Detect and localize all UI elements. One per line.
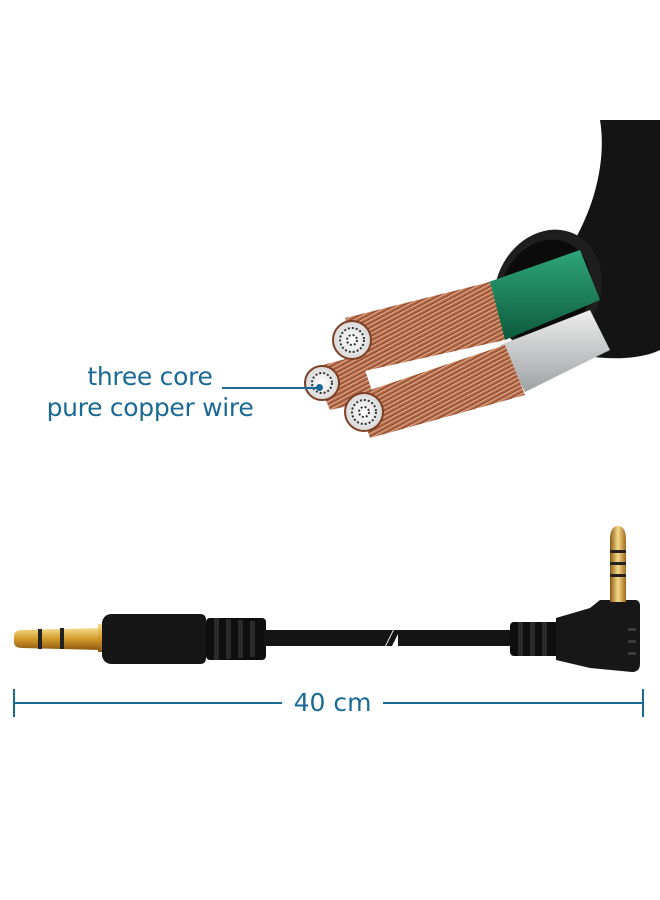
- wire-end-top: [332, 320, 372, 360]
- dimension-line-left: [14, 702, 282, 704]
- callout-pointer-dot: [316, 384, 323, 391]
- callout-line-1: three core: [87, 362, 213, 391]
- callout-line-2: pure copper wire: [46, 393, 254, 422]
- wire-end-bottom: [344, 392, 384, 432]
- cable-segment-left: [264, 630, 394, 646]
- callout-pointer-line: [222, 387, 320, 389]
- angled-plug: [510, 526, 640, 672]
- dimension-tick-right: [642, 689, 644, 717]
- dimension-label: 40 cm: [293, 688, 372, 717]
- cable-segment-right: [398, 630, 513, 646]
- silver-insulation: [500, 310, 610, 392]
- straight-plug: [14, 614, 266, 664]
- copper-core-top: [345, 282, 505, 372]
- green-insulation: [480, 250, 600, 340]
- dimension-line-right: [383, 702, 643, 704]
- copper-core-bottom: [355, 345, 525, 438]
- wire-end-left: [304, 365, 340, 401]
